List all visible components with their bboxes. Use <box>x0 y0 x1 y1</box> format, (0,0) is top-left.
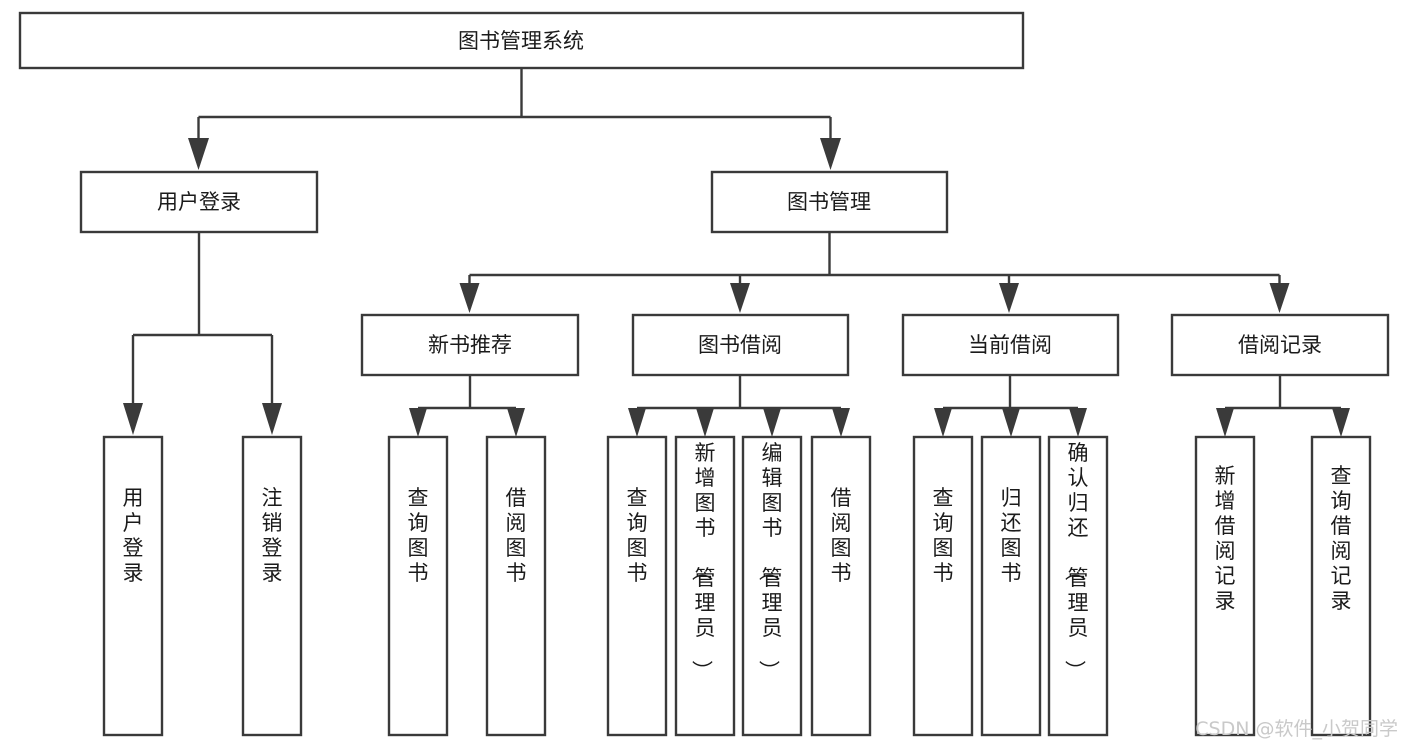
node-leaf-add-book-label: 新增图书（管理员） <box>690 441 716 681</box>
arrow-bb-leaf-3 <box>763 408 781 437</box>
node-leaf-borrow-book-1-box[interactable] <box>485 435 547 737</box>
arrow-cb-leaf-3 <box>1069 408 1087 437</box>
arrow-nbr-leaf-2 <box>507 408 525 437</box>
node-root[interactable]: 图书管理系统 <box>18 11 1025 70</box>
arrow-nbr-leaf-1 <box>409 408 427 437</box>
arrow-root-to-user-login <box>188 138 209 170</box>
node-leaf-query-book-3-box[interactable] <box>912 435 974 737</box>
node-book-management[interactable]: 图书管理 <box>710 170 949 234</box>
arrow-bm-to-borrow-record <box>1269 283 1290 313</box>
arrow-cb-leaf-2 <box>1002 408 1020 437</box>
node-borrow-record[interactable]: 借阅记录 <box>1170 313 1390 377</box>
arrow-user-login-leaf-1 <box>123 403 143 435</box>
node-leaf-edit-book-label: 编辑图书（管理员） <box>757 441 783 681</box>
node-leaf-borrow-book-1[interactable]: 借阅图书 <box>485 435 547 737</box>
node-leaf-confirm-return-box[interactable] <box>1047 435 1109 737</box>
node-book-management-label: 图书管理 <box>787 190 871 214</box>
node-leaf-return-book-label: 归还图书 <box>1001 486 1022 585</box>
node-leaf-add-record[interactable]: 新增借阅记录 <box>1194 435 1256 737</box>
node-root-box[interactable] <box>18 11 1025 70</box>
arrow-bb-leaf-4 <box>832 408 850 437</box>
node-leaf-query-record-box[interactable] <box>1310 435 1372 737</box>
node-new-book-recommend-box[interactable] <box>360 313 580 377</box>
node-leaf-query-book-3-label: 查询图书 <box>933 486 954 585</box>
node-leaf-edit-book[interactable]: 编辑图书（管理员） <box>741 435 803 737</box>
node-leaf-query-book-3[interactable]: 查询图书 <box>912 435 974 737</box>
node-leaf-logout-login[interactable]: 注销登录 <box>241 435 303 737</box>
node-leaf-logout-login-box[interactable] <box>241 435 303 737</box>
node-leaf-return-book-box[interactable] <box>980 435 1042 737</box>
node-leaf-confirm-return-label: 确认归还（管理员） <box>1063 441 1089 681</box>
node-leaf-return-book[interactable]: 归还图书 <box>980 435 1042 737</box>
node-book-borrow-box[interactable] <box>631 313 850 377</box>
node-leaf-borrow-book-2-label: 借阅图书 <box>831 486 852 585</box>
node-user-login[interactable]: 用户登录 <box>79 170 319 234</box>
node-leaf-borrow-book-2-box[interactable] <box>810 435 872 737</box>
node-new-book-recommend[interactable]: 新书推荐 <box>360 313 580 377</box>
node-user-login-label: 用户登录 <box>157 190 241 214</box>
node-leaf-query-book-2-box[interactable] <box>606 435 668 737</box>
node-leaf-user-login-label: 用户登录 <box>123 486 144 585</box>
arrow-bb-leaf-1 <box>628 408 646 437</box>
node-leaf-borrow-book-1-label: 借阅图书 <box>506 486 527 585</box>
node-current-borrow-label: 当前借阅 <box>968 333 1052 357</box>
arrow-bm-to-new-book-recommend <box>459 283 480 313</box>
node-leaf-confirm-return[interactable]: 确认归还（管理员） <box>1047 435 1109 737</box>
node-user-login-box[interactable] <box>79 170 319 234</box>
node-current-borrow[interactable]: 当前借阅 <box>901 313 1120 377</box>
node-leaf-user-login[interactable]: 用户登录 <box>102 435 164 737</box>
connector-layer <box>123 68 1350 437</box>
node-leaf-query-record[interactable]: 查询借阅记录 <box>1310 435 1372 737</box>
node-leaf-query-book-1[interactable]: 查询图书 <box>387 435 449 737</box>
arrow-cb-leaf-1 <box>934 408 952 437</box>
node-new-book-recommend-label: 新书推荐 <box>428 333 512 357</box>
node-leaf-add-book-box[interactable] <box>674 435 736 737</box>
node-borrow-record-box[interactable] <box>1170 313 1390 377</box>
node-book-borrow-label: 图书借阅 <box>698 333 782 357</box>
node-leaf-add-record-label: 新增借阅记录 <box>1215 464 1236 613</box>
node-leaf-logout-login-label: 注销登录 <box>262 486 283 585</box>
node-leaf-add-record-box[interactable] <box>1194 435 1256 737</box>
arrow-br-leaf-2 <box>1332 408 1350 437</box>
node-leaf-query-book-2[interactable]: 查询图书 <box>606 435 668 737</box>
node-leaf-edit-book-box[interactable] <box>741 435 803 737</box>
arrow-br-leaf-1 <box>1216 408 1234 437</box>
arrow-bb-leaf-2 <box>696 408 714 437</box>
arrow-bm-to-book-borrow <box>730 283 750 313</box>
node-leaf-query-book-1-box[interactable] <box>387 435 449 737</box>
node-leaf-user-login-box[interactable] <box>102 435 164 737</box>
arrow-bm-to-current-borrow <box>999 283 1019 313</box>
node-borrow-record-label: 借阅记录 <box>1238 333 1322 357</box>
node-current-borrow-box[interactable] <box>901 313 1120 377</box>
csdn-watermark: CSDN @软件_小贺同学 <box>1195 718 1398 740</box>
node-leaf-add-book[interactable]: 新增图书（管理员） <box>674 435 736 737</box>
node-leaf-borrow-book-2[interactable]: 借阅图书 <box>810 435 872 737</box>
node-book-borrow[interactable]: 图书借阅 <box>631 313 850 377</box>
node-leaf-query-book-1-label: 查询图书 <box>408 486 429 585</box>
node-root-label: 图书管理系统 <box>458 29 584 53</box>
arrow-user-login-leaf-2 <box>262 403 282 435</box>
node-leaf-query-book-2-label: 查询图书 <box>627 486 648 585</box>
node-book-management-box[interactable] <box>710 170 949 234</box>
node-leaf-query-record-label: 查询借阅记录 <box>1331 464 1352 613</box>
arrow-root-to-book-management <box>820 138 841 170</box>
